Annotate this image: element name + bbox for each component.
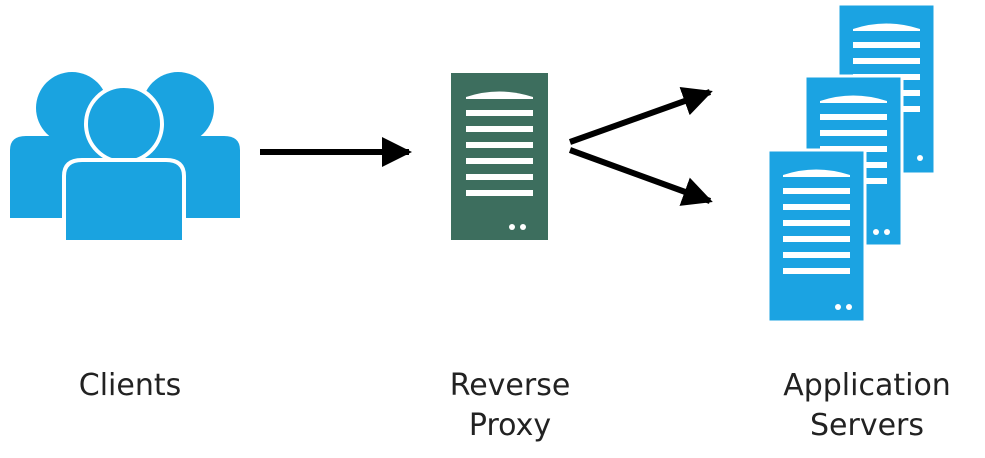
arrow-proxy-to-servers-lower bbox=[568, 147, 713, 206]
application-servers-label: Application Servers bbox=[762, 366, 972, 446]
reverse-proxy-label-line-2: Proxy bbox=[468, 408, 552, 443]
server-icon bbox=[451, 73, 548, 240]
application-servers-label-line-2: Servers bbox=[809, 408, 924, 443]
server-stack-icon bbox=[766, 2, 937, 324]
application-servers-label-line-1: Application bbox=[783, 368, 951, 403]
arrow-proxy-to-servers-upper bbox=[568, 86, 713, 145]
reverse-proxy-label: Reverse Proxy bbox=[420, 366, 600, 446]
reverse-proxy-label-line-1: Reverse bbox=[449, 368, 571, 403]
clients-label-line-1: Clients bbox=[78, 368, 182, 403]
server-front bbox=[766, 148, 867, 324]
users-group-icon bbox=[10, 72, 240, 244]
clients-label: Clients bbox=[40, 366, 220, 406]
